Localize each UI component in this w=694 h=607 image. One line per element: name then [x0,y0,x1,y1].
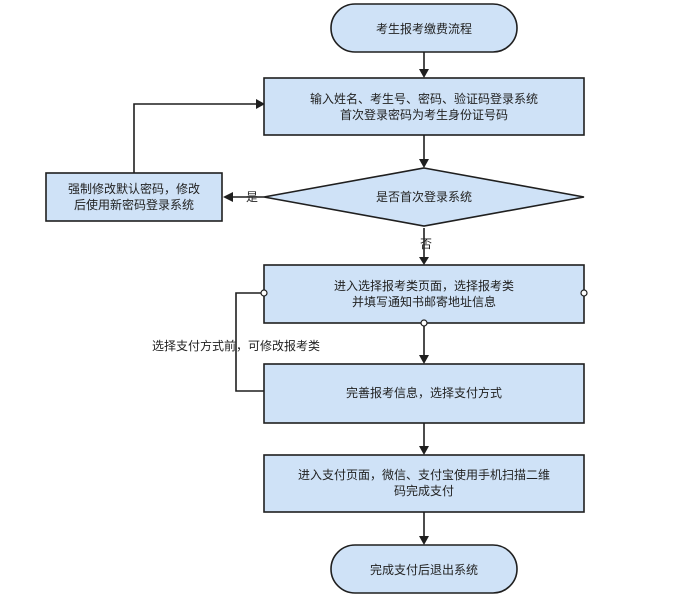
login-node-label-line1: 输入姓名、考生号、密码、验证码登录系统 [310,91,538,106]
loop-back-label: 选择支付方式前，可修改报考类 [152,338,320,353]
select-type-node: 进入选择报考类页面，选择报考类 并填写通知书邮寄地址信息 [260,264,588,327]
connector-change-password-to-login [133,103,258,173]
start-node-label: 考生报考缴费流程 [376,21,472,36]
select-type-label-line2: 并填写通知书邮寄地址信息 [352,294,496,309]
change-password-label-line1: 强制修改默认密码，修改 [68,181,200,196]
arrowhead-to-decision [419,159,429,168]
arrowhead-to-complete-info [419,355,429,364]
select-type-label-line1: 进入选择报考类页面，选择报考类 [334,278,514,293]
connectors [133,52,425,536]
complete-info-label: 完善报考信息，选择支付方式 [346,385,502,400]
arrowhead-to-change-password [223,192,233,202]
connection-port-right [580,289,588,297]
login-node-label-line2: 首次登录密码为考生身份证号码 [340,107,508,122]
arrowhead-to-end [419,536,429,545]
payment-node: 进入支付页面，微信、支付宝使用手机扫描二维 码完成支付 [263,454,585,513]
change-password-label-line2: 后使用新密码登录系统 [74,197,194,212]
connector-loop-back [235,292,264,392]
arrowhead-to-select-type [419,257,429,265]
payment-label-line2: 码完成支付 [394,483,454,498]
decision-node: 是否首次登录系统 [263,167,585,227]
no-branch-label: 否 [420,237,432,251]
start-node: 考生报考缴费流程 [330,3,518,53]
login-node: 输入姓名、考生号、密码、验证码登录系统 首次登录密码为考生身份证号码 [263,77,585,136]
arrowhead-to-login [419,69,429,78]
yes-branch-label: 是 [246,190,258,204]
connection-port-left [260,289,268,297]
connection-port-bottom [420,319,428,327]
arrowhead-back-to-login [256,99,265,109]
payment-label-line1: 进入支付页面，微信、支付宝使用手机扫描二维 [298,467,550,482]
change-password-node: 强制修改默认密码，修改 后使用新密码登录系统 [45,172,223,222]
arrowheads [223,69,429,545]
end-node: 完成支付后退出系统 [330,544,518,594]
arrowhead-to-payment [419,446,429,455]
decision-node-label: 是否首次登录系统 [376,189,472,204]
complete-info-node: 完善报考信息，选择支付方式 [263,363,585,424]
end-node-label: 完成支付后退出系统 [370,562,478,577]
